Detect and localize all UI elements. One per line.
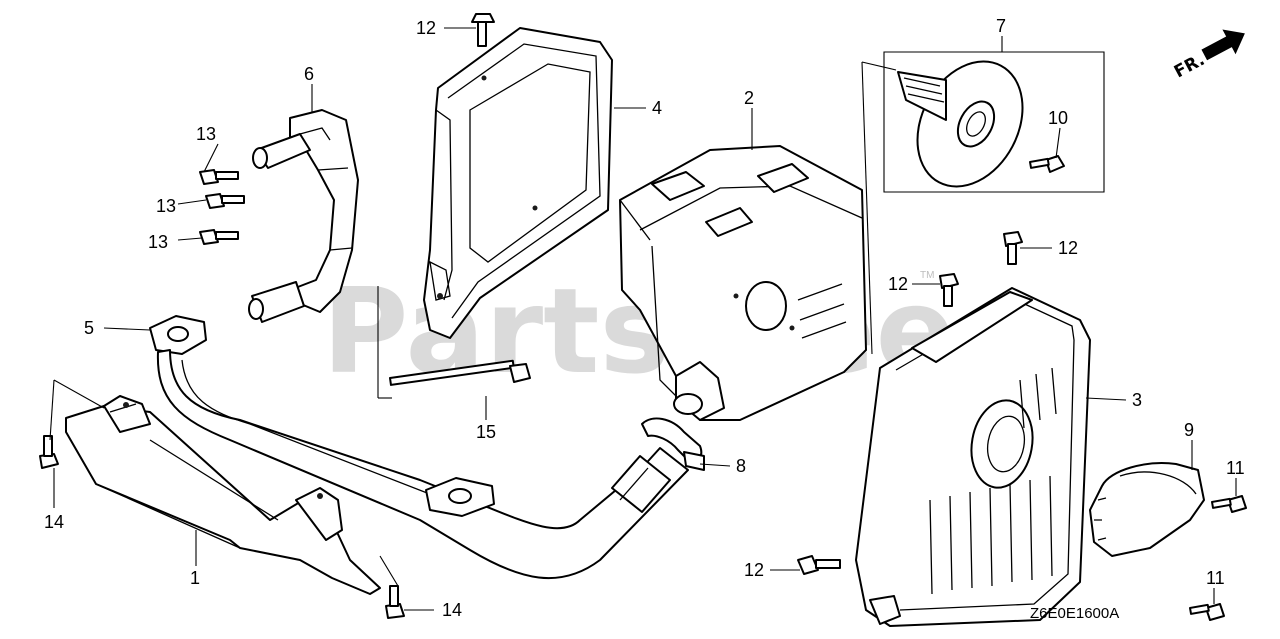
exhaust-pipe-part[interactable]	[149, 315, 689, 580]
callout-13-bottom[interactable]: 13	[148, 232, 168, 252]
front-direction-label: FR.	[1171, 50, 1208, 82]
watermark-trademark: TM	[920, 270, 934, 281]
callout-12-right-middle[interactable]: 12	[888, 274, 908, 294]
callout-12-top[interactable]: 12	[416, 18, 436, 38]
callout-11-upper[interactable]: 11	[1226, 458, 1245, 478]
muffler-stay-part[interactable]	[65, 395, 381, 595]
callout-12-bottom[interactable]: 12	[744, 560, 764, 580]
muffler-cover-part[interactable]	[855, 287, 1091, 627]
callout-14-left[interactable]: 14	[44, 512, 64, 532]
callout-7[interactable]: 7	[996, 16, 1006, 36]
bolt-15-long-icon[interactable]	[389, 359, 531, 386]
leader-lines	[49, 27, 1237, 611]
callout-5[interactable]: 5	[84, 318, 94, 338]
callout-6[interactable]: 6	[304, 64, 314, 84]
callout-10[interactable]: 10	[1048, 108, 1068, 128]
callout-4[interactable]: 4	[652, 98, 662, 118]
front-direction-arrow-icon: FR.	[1171, 29, 1245, 82]
callout-3[interactable]: 3	[1132, 390, 1142, 410]
bolt-12-right-upper-icon[interactable]	[1003, 231, 1023, 265]
bolt-13-bottom-icon[interactable]	[199, 229, 239, 245]
callout-1[interactable]: 1	[190, 568, 200, 588]
callout-12-right-upper[interactable]: 12	[1058, 238, 1078, 258]
muffler-protector-part[interactable]	[423, 27, 613, 339]
diagram-code: Z6E0E1600A	[1030, 605, 1119, 622]
bolt-12-bottom-icon[interactable]	[797, 555, 841, 575]
bracket-part[interactable]	[248, 109, 359, 323]
bolt-12-right-middle-icon[interactable]	[939, 273, 959, 307]
screw-10-icon[interactable]	[1029, 155, 1065, 173]
callout-2[interactable]: 2	[744, 88, 754, 108]
callout-9[interactable]: 9	[1184, 420, 1194, 440]
callout-13-top[interactable]: 13	[196, 124, 216, 144]
bolt-14-left-icon[interactable]	[39, 435, 59, 469]
screw-11-lower-icon[interactable]	[1189, 603, 1225, 621]
bolt-14-bottom-icon[interactable]	[385, 585, 405, 619]
bolt-12-top-icon[interactable]	[471, 13, 495, 47]
callout-13-middle[interactable]: 13	[156, 196, 176, 216]
muffler-part[interactable]	[619, 145, 867, 421]
cover-cap-part[interactable]	[1089, 462, 1205, 557]
clamp-band-part[interactable]	[641, 417, 705, 471]
bolt-13-middle-icon[interactable]	[205, 193, 245, 209]
callout-14-bottom[interactable]: 14	[442, 600, 462, 620]
bolt-13-top-icon[interactable]	[199, 169, 239, 185]
screw-11-upper-icon[interactable]	[1211, 495, 1247, 513]
callout-15[interactable]: 15	[476, 422, 496, 442]
callout-11-lower[interactable]: 11	[1206, 568, 1225, 588]
callout-8[interactable]: 8	[736, 456, 746, 476]
spark-arrester-part[interactable]	[883, 43, 1105, 205]
